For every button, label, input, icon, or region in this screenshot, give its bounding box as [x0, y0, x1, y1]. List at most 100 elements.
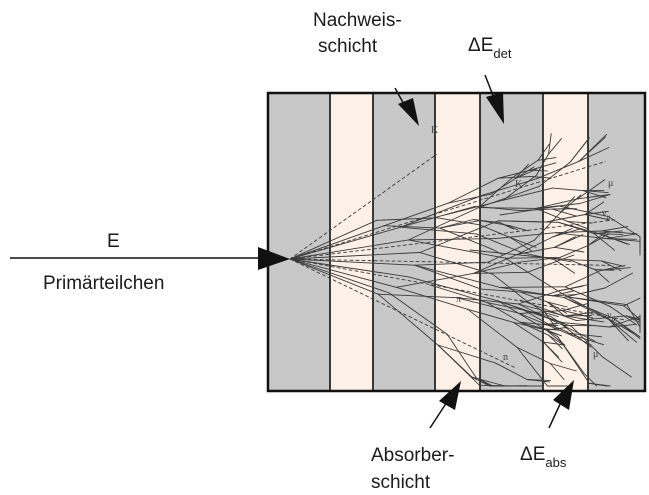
shower-track	[472, 261, 521, 274]
shower-track	[542, 328, 560, 331]
shower-track	[575, 315, 627, 322]
shower-track	[552, 228, 573, 238]
shower-track	[579, 193, 611, 204]
shower-track	[537, 157, 557, 161]
kaon-label-1: K	[431, 125, 439, 136]
shower-track	[551, 208, 577, 217]
shower-track	[408, 276, 499, 302]
shower-track	[567, 221, 589, 230]
shower-track	[536, 160, 580, 180]
shower-track	[554, 246, 585, 253]
shower-track	[497, 176, 532, 179]
shower-track	[504, 257, 568, 298]
shower-track	[538, 161, 571, 187]
shower-track	[486, 302, 524, 311]
shower-track	[519, 291, 548, 303]
shower-track	[522, 309, 551, 317]
detection-layer	[268, 93, 330, 391]
shower-track	[289, 258, 416, 266]
shower-track	[608, 323, 636, 328]
shower-track	[289, 239, 409, 260]
detection-layer-label-line2: schicht	[318, 36, 378, 57]
shower-track	[529, 162, 557, 171]
shower-track	[548, 138, 562, 155]
shower-track	[578, 147, 610, 162]
shower-track	[601, 226, 629, 232]
shower-track	[548, 334, 564, 346]
shower-track	[527, 260, 558, 273]
primary-particle-label: Primärteilchen	[43, 273, 164, 294]
particle-shower	[289, 133, 641, 387]
shower-track	[383, 202, 450, 227]
shower-track	[582, 190, 609, 194]
shower-track	[499, 222, 519, 231]
shower-track	[535, 207, 569, 223]
shower-track	[552, 290, 574, 297]
shower-track	[568, 259, 596, 271]
shower-track	[548, 334, 563, 350]
shower-track	[526, 379, 551, 382]
shower-track	[593, 233, 615, 251]
shower-track	[517, 303, 564, 326]
primary-particle-arrowhead	[258, 247, 290, 270]
delta-e-det-label: ΔEdet	[468, 35, 512, 61]
shower-track	[456, 297, 521, 314]
absorber-layer	[435, 93, 480, 391]
shower-track	[400, 194, 483, 228]
shower-track	[519, 309, 564, 314]
shower-track	[519, 299, 577, 322]
shower-track	[552, 187, 584, 192]
shower-track	[502, 175, 537, 201]
shower-track	[517, 246, 556, 255]
shower-track	[512, 321, 544, 343]
shower-track	[448, 177, 499, 204]
shower-track	[568, 259, 602, 262]
shower-track	[556, 254, 575, 262]
shower-track	[494, 232, 556, 240]
shower-track	[478, 177, 513, 209]
shower-track	[535, 198, 578, 209]
shower-track	[497, 220, 547, 223]
delta-e-abs-label: ΔEabs	[520, 444, 567, 470]
shower-track	[395, 272, 474, 288]
shower-track	[571, 325, 603, 358]
neutral-track	[289, 258, 611, 266]
shower-track	[588, 382, 611, 387]
shower-track	[497, 169, 531, 179]
shower-track	[529, 169, 548, 172]
shower-track	[467, 308, 518, 348]
absorber-layer	[330, 93, 373, 391]
shower-track	[546, 301, 566, 317]
shower-track	[437, 344, 473, 378]
shower-track	[499, 286, 566, 288]
shower-track	[544, 312, 559, 318]
detection-layer	[588, 93, 645, 391]
shower-track	[522, 309, 549, 325]
shower-track	[600, 260, 624, 267]
neutron-label: n	[503, 352, 508, 363]
shower-track	[472, 271, 528, 274]
shower-track	[519, 257, 554, 263]
shower-track	[289, 225, 385, 260]
shower-track	[376, 217, 438, 221]
shower-track	[562, 322, 610, 328]
shower-track	[289, 258, 379, 295]
detection-layer-arrowhead	[398, 98, 419, 126]
shower-track	[559, 196, 576, 214]
energy-label: E	[107, 231, 120, 252]
shower-track	[546, 301, 568, 308]
shower-track	[554, 259, 576, 274]
shower-track	[289, 219, 378, 260]
shower-track	[511, 159, 539, 179]
shower-track	[610, 320, 637, 343]
shower-track	[626, 304, 641, 328]
delta-det-arrowhead	[486, 92, 504, 124]
shower-track	[584, 214, 611, 221]
shower-track	[408, 239, 506, 259]
shower-track	[542, 341, 560, 358]
shower-track	[558, 205, 609, 218]
shower-track	[408, 207, 480, 241]
shower-track	[516, 346, 551, 364]
muon-label-2: μ	[593, 349, 598, 360]
delta-det-pointer	[484, 74, 495, 99]
